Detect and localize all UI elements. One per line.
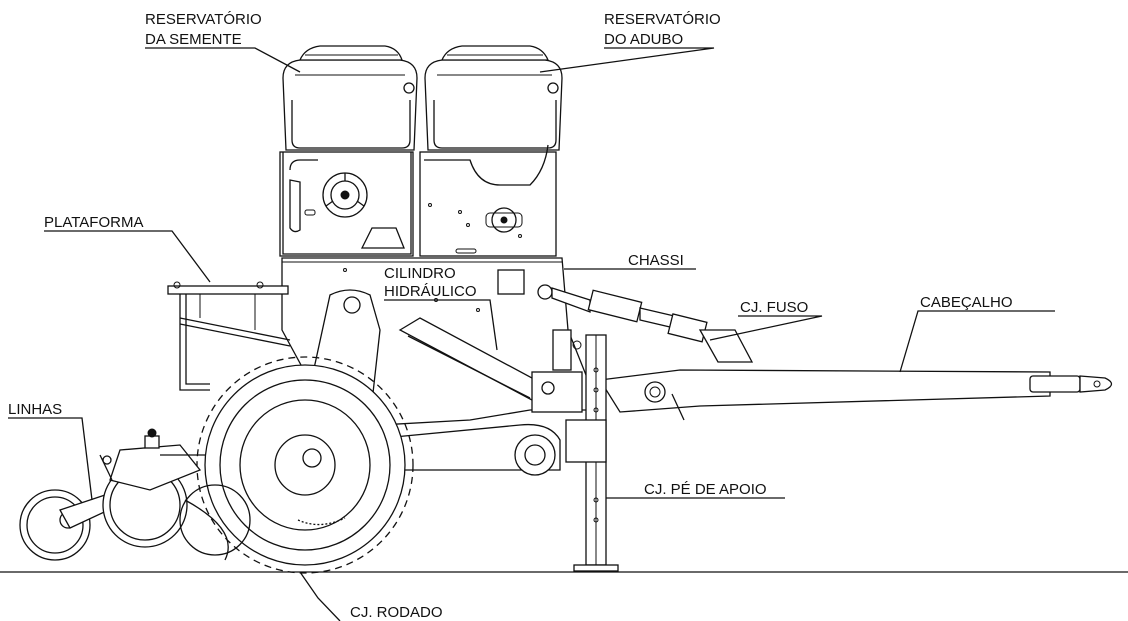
- label-reservatorio-adubo-1: RESERVATÓRIO: [604, 11, 721, 28]
- jack-stand: [565, 334, 619, 572]
- drive-wheel: [196, 356, 414, 574]
- label-fuso: CJ. FUSO: [740, 299, 808, 316]
- label-reservatorio-adubo-2: DO ADUBO: [604, 31, 683, 48]
- label-rodado: CJ. RODADO: [350, 604, 443, 621]
- drawbar: [598, 369, 1113, 421]
- label-cilindro-1: CILINDRO: [384, 265, 456, 282]
- leader-lines: [8, 47, 1055, 621]
- label-reservatorio-semente-1: RESERVATÓRIO: [145, 11, 262, 28]
- hydraulic-cylinder: [398, 317, 583, 413]
- label-reservatorio-semente-2: DA SEMENTE: [145, 31, 242, 48]
- platform: [167, 281, 291, 391]
- label-plataforma: PLATAFORMA: [44, 214, 143, 231]
- label-pe-de-apoio: CJ. PÉ DE APOIO: [644, 481, 767, 498]
- fertilizer-hopper: [419, 45, 563, 257]
- screw-jack: [537, 284, 754, 363]
- label-linhas: LINHAS: [8, 401, 62, 418]
- label-cilindro-2: HIDRÁULICO: [384, 283, 477, 300]
- planter-row: [19, 428, 251, 561]
- label-cabecalho: CABEÇALHO: [920, 294, 1013, 311]
- seed-hopper: [279, 45, 418, 257]
- label-chassi: CHASSI: [628, 252, 684, 269]
